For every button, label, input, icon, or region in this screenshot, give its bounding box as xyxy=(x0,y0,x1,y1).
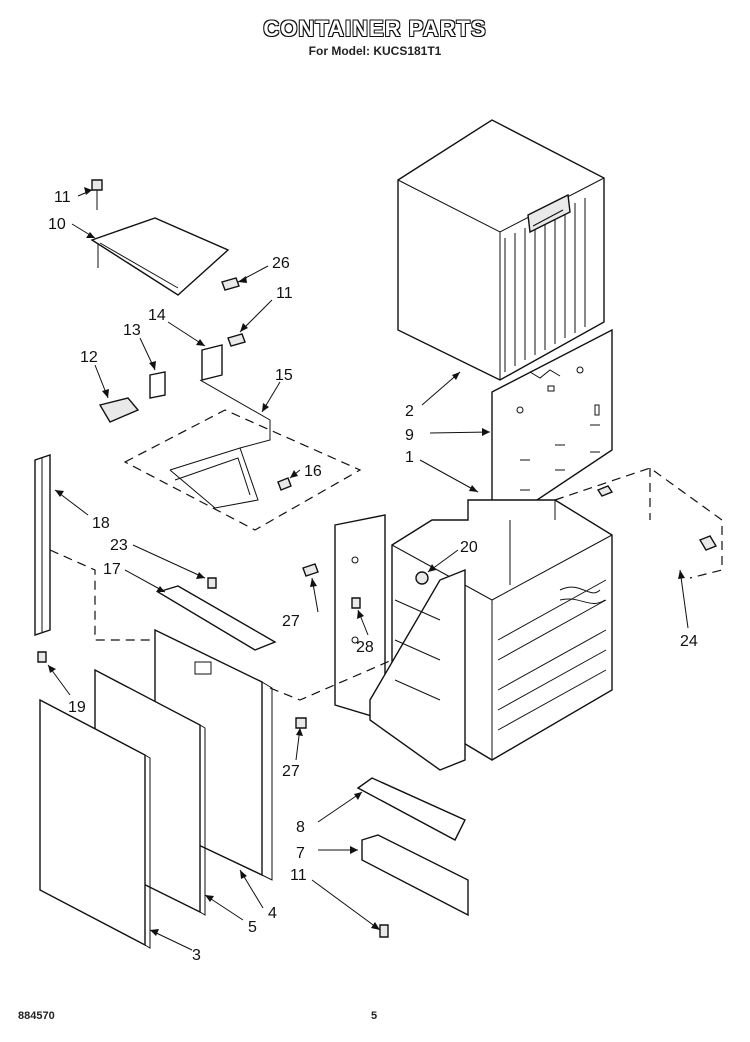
screw-28 xyxy=(351,597,361,609)
part-15-heater xyxy=(123,379,362,531)
part-17-bar xyxy=(156,585,277,651)
doc-number: 884570 xyxy=(18,1010,55,1022)
callout-11-bottom: 11 xyxy=(290,867,307,884)
part-7-bracket xyxy=(361,834,469,917)
part-8-bracket xyxy=(356,777,466,841)
callout-12: 12 xyxy=(80,349,98,366)
screw-11-top xyxy=(91,179,103,210)
screw-20 xyxy=(415,571,429,585)
dashed-guide xyxy=(49,549,393,701)
page-title: CONTAINER PARTS xyxy=(263,16,487,41)
part-16-fitting xyxy=(277,477,292,491)
part-24-harness xyxy=(554,467,723,579)
screw-27-lower xyxy=(295,717,307,729)
callout-16: 16 xyxy=(304,463,322,480)
callout-19: 19 xyxy=(68,699,86,716)
callout-3: 3 xyxy=(192,947,201,964)
part-12-knob xyxy=(98,397,140,423)
callout-27-lower: 27 xyxy=(282,763,300,780)
callout-2: 2 xyxy=(405,403,414,420)
part-13-clip xyxy=(149,371,166,399)
leader-lines xyxy=(47,187,689,951)
callout-18: 18 xyxy=(92,515,110,532)
part-23-screw xyxy=(207,577,217,589)
screw-26 xyxy=(221,277,240,291)
screw-11-mid xyxy=(227,333,246,347)
callout-9: 9 xyxy=(405,427,414,444)
part-19-screw xyxy=(37,651,47,663)
callout-1: 1 xyxy=(405,449,414,466)
callout-8: 8 xyxy=(296,819,305,836)
part-3-panel xyxy=(39,698,151,949)
part-10-cover xyxy=(90,217,230,296)
callout-11-top: 11 xyxy=(54,189,71,206)
callout-4: 4 xyxy=(268,905,277,922)
part-18-rail xyxy=(34,454,51,636)
callout-17: 17 xyxy=(103,561,121,578)
screw-27-upper xyxy=(302,563,319,577)
callout-7: 7 xyxy=(296,845,305,862)
page-number: 5 xyxy=(371,1010,378,1022)
part-9-panel xyxy=(491,328,613,532)
callout-10: 10 xyxy=(48,216,66,233)
callout-26: 26 xyxy=(272,255,290,272)
screw-11-bottom xyxy=(379,924,389,938)
callout-5: 5 xyxy=(248,919,257,936)
callout-24: 24 xyxy=(680,633,698,650)
part-2-cabinet xyxy=(397,119,605,381)
callout-11-mid: 11 xyxy=(276,285,293,302)
callout-28: 28 xyxy=(356,639,374,656)
callout-27-upper: 27 xyxy=(282,613,300,630)
callout-15: 15 xyxy=(275,367,293,384)
callout-20: 20 xyxy=(460,539,478,556)
model-subtitle: For Model: KUCS181T1 xyxy=(308,44,442,58)
callout-13: 13 xyxy=(123,322,141,339)
callout-14: 14 xyxy=(148,307,166,324)
callout-23: 23 xyxy=(110,537,128,554)
part-14-hinge xyxy=(201,344,223,381)
callout-labels: 11 10 26 14 11 13 12 15 16 18 23 17 19 3… xyxy=(48,189,698,964)
